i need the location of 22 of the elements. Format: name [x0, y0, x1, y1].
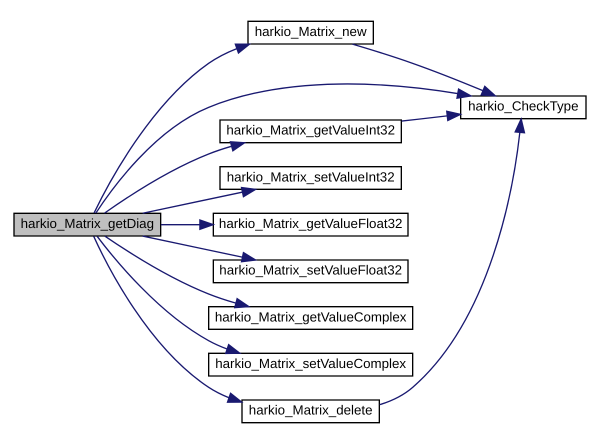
arrow [96, 235, 242, 354]
arrow [380, 116, 526, 405]
node-box: harkio_Matrix_setValueComplex [208, 352, 414, 376]
arrow [402, 110, 463, 122]
arrow [160, 218, 216, 230]
node-box: harkio_Matrix_new [247, 20, 374, 44]
arrow [142, 186, 258, 214]
arrow [352, 42, 498, 96]
node-box: harkio_Matrix_delete [241, 398, 380, 423]
node-box: harkio_Matrix_setValueInt32 [219, 166, 402, 190]
node-box: harkio_Matrix_setValueFloat32 [212, 258, 409, 283]
node-box: harkio_Matrix_getDiag [13, 212, 162, 236]
arrow [142, 234, 258, 262]
arrow [94, 42, 252, 213]
arrow [104, 140, 246, 214]
arrow [93, 236, 244, 402]
node-box: harkio_Matrix_getValueInt32 [219, 118, 402, 143]
arrow [104, 235, 251, 308]
node-box: harkio_Matrix_getValueComplex [208, 306, 414, 330]
node-box: harkio_Matrix_getValueFloat32 [212, 212, 409, 236]
arrow [95, 82, 473, 213]
node-box: harkio_CheckType [460, 94, 587, 119]
